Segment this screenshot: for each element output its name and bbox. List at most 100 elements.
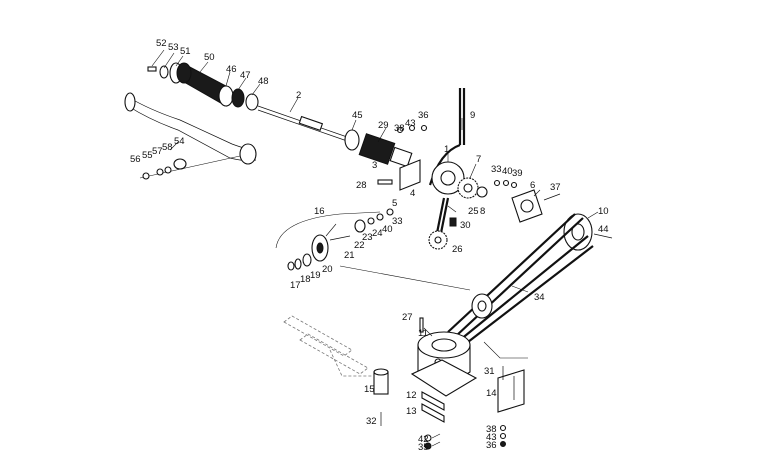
- drum-end-50: [176, 62, 192, 84]
- idler-group-16: [275, 208, 394, 271]
- label-2: 2: [296, 90, 301, 101]
- label-54: 54: [174, 136, 185, 147]
- label-11: 11: [418, 328, 428, 339]
- nut-40: [386, 208, 394, 216]
- label-36-top: 36: [418, 110, 429, 121]
- label-15: 15: [364, 384, 375, 395]
- bearing-housing-6: [493, 179, 561, 223]
- washer-18: [294, 258, 302, 270]
- washer-57: [164, 166, 172, 174]
- label-39: 39: [512, 168, 523, 179]
- label-29: 29: [378, 120, 389, 131]
- label-56: 56: [130, 154, 141, 165]
- label-25: 25: [468, 206, 479, 217]
- label-38-top: 38: [394, 123, 405, 134]
- bracket-14: [483, 341, 528, 447]
- nut-35: [424, 442, 432, 450]
- belt-9: [428, 88, 466, 195]
- bolt-21: [329, 235, 351, 241]
- clamp-58: [173, 158, 187, 170]
- label-43-top: 43: [405, 118, 416, 129]
- label-37: 37: [550, 182, 561, 193]
- bearing-29: [358, 133, 396, 165]
- label-53: 53: [168, 42, 179, 53]
- label-42: 42: [418, 434, 429, 445]
- washer-55: [156, 168, 164, 176]
- label-23: 23: [362, 232, 373, 243]
- label-3: 3: [372, 160, 377, 171]
- label-57: 57: [152, 146, 163, 157]
- washer-53: [159, 65, 169, 79]
- hub-46: [218, 85, 234, 107]
- label-30: 30: [460, 220, 471, 231]
- label-14: 14: [486, 388, 497, 399]
- label-48: 48: [258, 76, 269, 87]
- washer-8: [476, 186, 488, 198]
- gearbox-11: [410, 317, 478, 397]
- label-1: 1: [444, 144, 449, 155]
- bolt-30: [449, 217, 457, 227]
- washer-23: [367, 217, 375, 225]
- label-46: 46: [226, 64, 237, 75]
- part-labels: 52 53 51 50 46 47 48 2 54 58 57 55 56 45…: [130, 38, 609, 452]
- label-12: 12: [406, 390, 417, 401]
- label-55: 55: [142, 150, 153, 161]
- label-31: 31: [484, 366, 495, 377]
- label-6: 6: [530, 180, 535, 191]
- label-26: 26: [452, 244, 463, 255]
- label-33-mid: 33: [392, 216, 403, 227]
- label-4: 4: [410, 188, 415, 199]
- label-58: 58: [162, 142, 173, 153]
- cover-48: [245, 93, 259, 111]
- label-20: 20: [322, 264, 333, 275]
- screw-56: [142, 172, 150, 180]
- bracket-4: [399, 159, 421, 191]
- cardan-shaft-54: [124, 92, 257, 180]
- frame-dashed: [283, 315, 389, 426]
- leader-lines: [151, 49, 599, 447]
- label-18: 18: [300, 274, 311, 285]
- drive-shaft-3: [344, 124, 428, 191]
- nut-17: [287, 261, 295, 271]
- washer-42: [424, 434, 432, 442]
- screw-37: [543, 193, 561, 201]
- label-9: 9: [470, 110, 475, 121]
- motor-assembly: [147, 62, 351, 143]
- label-17: 17: [290, 280, 301, 291]
- label-28: 28: [356, 180, 367, 191]
- label-51: 51: [180, 46, 191, 57]
- plate-13: [421, 403, 445, 423]
- bolt-27: [419, 317, 424, 333]
- label-38-bottom: 38: [486, 424, 497, 435]
- sprockets: [428, 177, 488, 250]
- washer-24: [376, 213, 384, 221]
- label-19: 19: [310, 270, 321, 281]
- label-47: 47: [240, 70, 251, 81]
- label-13: 13: [406, 406, 417, 417]
- label-8: 8: [480, 206, 485, 217]
- label-10: 10: [598, 206, 609, 217]
- label-43-bottom: 43: [486, 432, 497, 443]
- pulley-10: [563, 213, 613, 251]
- bearing-block: [389, 146, 413, 168]
- label-50: 50: [204, 52, 215, 63]
- label-34: 34: [534, 292, 545, 303]
- label-16: 16: [314, 206, 325, 217]
- bearing-47: [231, 88, 245, 108]
- plate-12: [421, 391, 445, 411]
- label-22: 22: [354, 240, 365, 251]
- label-27: 27: [402, 312, 413, 323]
- label-52: 52: [156, 38, 167, 49]
- label-5: 5: [392, 198, 397, 209]
- washer-19: [302, 253, 312, 267]
- shaft-2-edge: [257, 109, 351, 143]
- label-32: 32: [366, 416, 377, 427]
- label-35: 35: [418, 442, 429, 452]
- screw-52: [147, 66, 157, 72]
- shaft-sleeve: [298, 115, 324, 132]
- label-40-top: 40: [502, 166, 513, 177]
- label-7: 7: [476, 154, 481, 165]
- lower-bracket: [421, 391, 445, 450]
- bushing-22: [354, 219, 366, 233]
